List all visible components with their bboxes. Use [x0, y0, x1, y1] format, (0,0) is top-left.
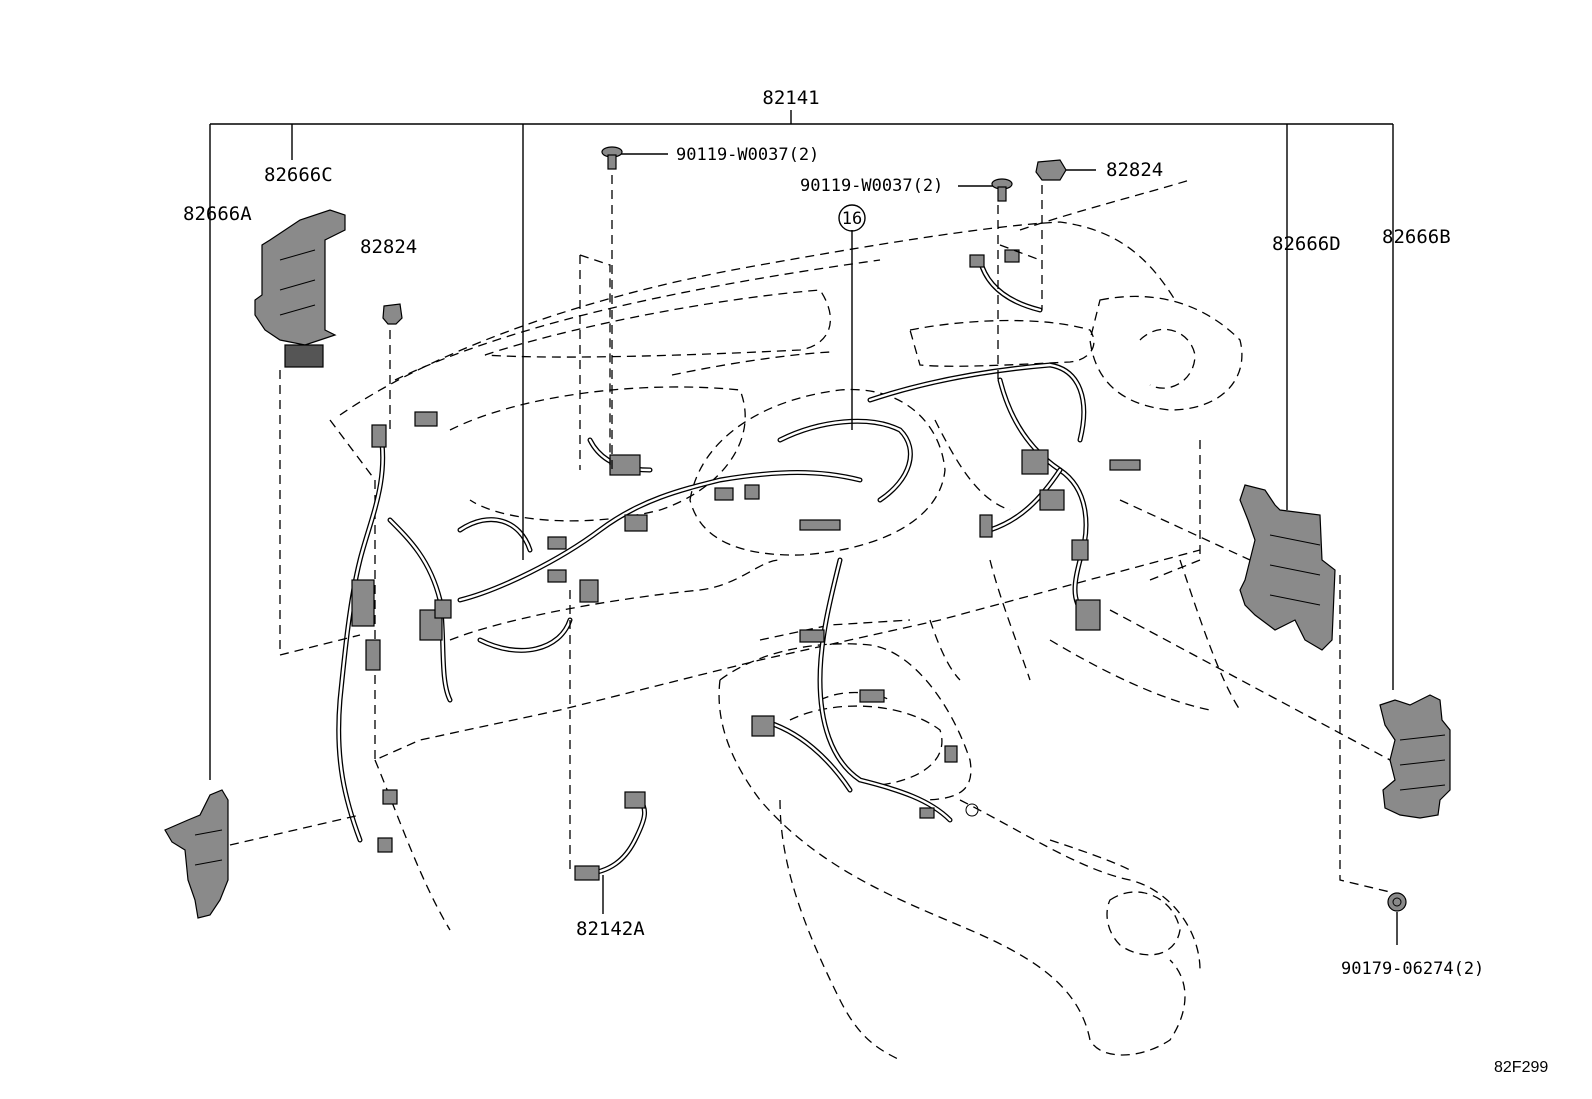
- label-82141: 82141: [762, 87, 819, 109]
- label-82142a: 82142A: [576, 918, 645, 940]
- bracket-82666b: [1379, 694, 1451, 819]
- bolt-90119-left: [601, 146, 623, 170]
- dashboard-outline: [329, 179, 1243, 1061]
- label-82666b: 82666B: [1382, 226, 1451, 248]
- nut-90179: [1387, 892, 1407, 912]
- label-82666d: 82666D: [1272, 233, 1341, 255]
- label-bolt-90119-w0037-mid: 90119-W0037(2): [800, 176, 943, 196]
- bracket-82666c: [254, 209, 346, 368]
- wire-harness: [336, 257, 1089, 843]
- label-90179-06274: 90179-06274(2): [1341, 959, 1484, 979]
- bolt-90119-right: [991, 178, 1013, 202]
- figure-reference: 82F299: [1494, 1059, 1548, 1076]
- assembly-lines: [229, 175, 1391, 893]
- bracket-82666a: [164, 789, 229, 919]
- callout-16: [838, 204, 866, 232]
- clip-82824-left: [382, 303, 403, 325]
- leader-lines: [209, 110, 1398, 945]
- harness-connectors: [351, 249, 1141, 853]
- bracket-82666d: [1239, 484, 1336, 651]
- label-82824-right: 82824: [1106, 159, 1163, 181]
- sub-harness-82142a: [574, 791, 648, 881]
- label-82666c: 82666C: [264, 164, 333, 186]
- label-callout-16: 16: [842, 209, 862, 229]
- label-bolt-90119-w0037-top: 90119-W0037(2): [676, 145, 819, 165]
- label-82666a: 82666A: [183, 203, 252, 225]
- label-82824-left: 82824: [360, 236, 417, 258]
- clip-82824-right: [1035, 159, 1067, 181]
